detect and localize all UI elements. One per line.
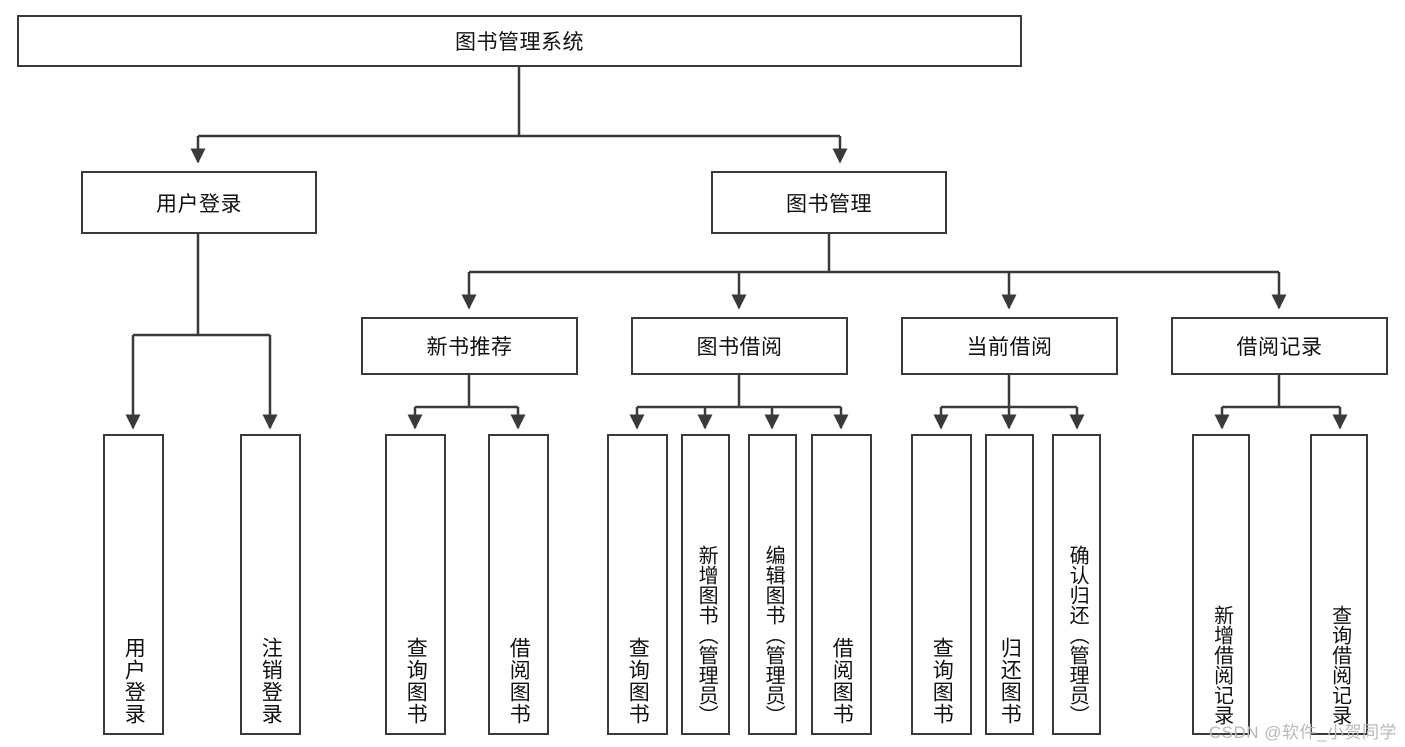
node-label: 确认归还（管理员）	[1066, 545, 1089, 725]
leaf-borrow-book[interactable]: 借阅图书	[811, 434, 872, 735]
leaf-query-book-recommend[interactable]: 查询图书	[385, 434, 446, 735]
node-label: 借阅图书	[830, 637, 854, 725]
leaf-add-book-admin[interactable]: 新增图书（管理员）	[681, 434, 730, 735]
node-label: 用户登录	[156, 192, 242, 216]
node-label: 查询图书	[404, 637, 428, 725]
node-label: 编辑图书（管理员）	[762, 545, 785, 725]
node-label: 当前借阅	[966, 336, 1053, 359]
node-label: 用户登录	[122, 637, 146, 725]
leaf-edit-book-admin[interactable]: 编辑图书（管理员）	[748, 434, 797, 735]
node-label: 归还图书	[998, 637, 1022, 725]
node-book-management[interactable]: 图书管理	[711, 171, 947, 234]
node-label: 查询图书	[930, 637, 954, 725]
leaf-query-borrow-record[interactable]: 查询借阅记录	[1310, 434, 1368, 735]
node-root-system[interactable]: 图书管理系统	[17, 15, 1022, 67]
node-label: 注销登录	[259, 637, 283, 725]
node-label: 新增图书（管理员）	[695, 545, 718, 725]
node-label: 图书管理	[786, 192, 872, 216]
leaf-logout-login[interactable]: 注销登录	[240, 434, 301, 735]
watermark: CSDN @软件_小贺同学	[1208, 723, 1397, 742]
node-label: 新增借阅记录	[1210, 605, 1233, 725]
node-label: 查询图书	[626, 637, 650, 725]
node-new-book-recommend[interactable]: 新书推荐	[361, 317, 578, 375]
leaf-return-book[interactable]: 归还图书	[985, 434, 1034, 735]
leaf-add-borrow-record[interactable]: 新增借阅记录	[1192, 434, 1250, 735]
node-label: 新书推荐	[426, 336, 513, 359]
node-label: 借阅记录	[1236, 336, 1323, 359]
leaf-borrow-book-recommend[interactable]: 借阅图书	[488, 434, 549, 735]
node-borrow-record[interactable]: 借阅记录	[1171, 317, 1388, 375]
leaf-user-login[interactable]: 用户登录	[103, 434, 164, 735]
node-user-login[interactable]: 用户登录	[81, 171, 317, 234]
node-current-borrow[interactable]: 当前借阅	[901, 317, 1118, 375]
node-label: 图书管理系统	[455, 31, 584, 54]
node-label: 借阅图书	[507, 637, 531, 725]
node-book-borrow[interactable]: 图书借阅	[631, 317, 848, 375]
node-label: 查询借阅记录	[1328, 605, 1351, 725]
leaf-query-book-current[interactable]: 查询图书	[911, 434, 972, 735]
leaf-confirm-return-admin[interactable]: 确认归还（管理员）	[1052, 434, 1101, 735]
node-label: 图书借阅	[696, 336, 783, 359]
leaf-query-book-borrow[interactable]: 查询图书	[607, 434, 668, 735]
